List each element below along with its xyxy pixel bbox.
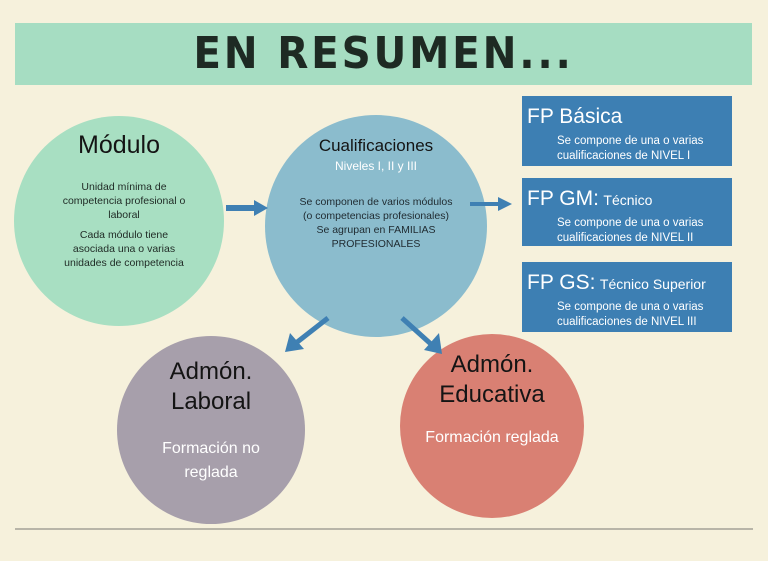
educativa-title-line-2: Educativa <box>439 381 545 408</box>
arrow-cualificaciones-to-fp-icon <box>470 197 512 211</box>
modulo-title: Módulo <box>78 131 160 159</box>
fp-gm-qualification: Técnico <box>603 192 653 208</box>
fp-gm-name: FP GM: <box>527 187 599 210</box>
laboral-description: Formación no reglada <box>162 440 260 481</box>
fp-gs-desc-1: Se compone de una o varias <box>557 301 704 313</box>
title-banner: EN RESUMEN... <box>15 23 752 85</box>
educativa-circle <box>400 334 584 518</box>
fp-gs-description: Se compone de una o varias cualificacion… <box>557 300 703 330</box>
fp-gm-box: FP GM: Técnico Se compone de una o varia… <box>522 178 732 246</box>
fp-basica-heading: FP Básica <box>527 105 622 129</box>
arrow-modulo-to-cualificaciones-icon <box>226 200 268 216</box>
fp-basica-box: FP Básica Se compone de una o varias cua… <box>522 96 732 166</box>
fp-gm-desc-1: Se compone de una o varias <box>557 217 704 229</box>
fp-gs-name: FP GS: <box>527 271 596 294</box>
fp-basica-desc-1: Se compone de una o varias <box>557 135 704 147</box>
modulo-desc-2: Cada módulo tiene asociada una o varias … <box>64 229 184 269</box>
educativa-title: Admón. Educativa <box>400 350 584 410</box>
laboral-title: Admón. Laboral <box>117 357 305 417</box>
fp-gm-heading: FP GM: Técnico <box>527 187 652 211</box>
educativa-title-line-1: Admón. <box>450 351 534 378</box>
modulo-description: Unidad mínima de competencia profesional… <box>62 180 186 276</box>
arrow-to-educativa-head-icon <box>424 333 442 354</box>
cualificaciones-desc-1: Se componen de varios módulos (o compete… <box>299 196 453 222</box>
fp-gs-box: FP GS: Técnico Superior Se compone de un… <box>522 262 732 332</box>
cualificaciones-desc-2: Se agrupan en FAMILIAS PROFESIONALES <box>316 224 436 250</box>
fp-gm-description: Se compone de una o varias cualificacion… <box>557 216 703 246</box>
arrow-to-laboral-head-icon <box>285 333 304 352</box>
page-title: EN RESUMEN... <box>193 28 574 79</box>
fp-basica-description: Se compone de una o varias cualificacion… <box>557 134 703 164</box>
modulo-circle <box>14 116 224 326</box>
educativa-description: Formación reglada <box>425 429 559 446</box>
arrow-to-laboral-line <box>294 316 330 345</box>
fp-gs-desc-2: cualificaciones de NIVEL III <box>557 316 697 328</box>
fp-basica-desc-2: cualificaciones de NIVEL I <box>557 150 691 162</box>
modulo-desc-1: Unidad mínima de competencia profesional… <box>62 181 186 221</box>
fp-gs-heading: FP GS: Técnico Superior <box>527 271 706 295</box>
arrow-to-educativa-line <box>400 316 434 347</box>
laboral-title-line-1: Admón. <box>169 358 253 385</box>
bottom-divider <box>15 528 753 530</box>
laboral-circle <box>117 336 305 524</box>
fp-gs-qualification: Técnico Superior <box>599 276 706 292</box>
cualificaciones-description: Se componen de varios módulos (o compete… <box>295 195 457 251</box>
cualificaciones-circle <box>265 115 487 337</box>
cualificaciones-title: Cualificaciones <box>318 136 434 155</box>
laboral-title-line-2: Laboral <box>170 388 252 415</box>
fp-basica-name: FP Básica <box>527 105 623 128</box>
fp-gm-desc-2: cualificaciones de NIVEL II <box>557 232 694 244</box>
cualificaciones-subtitle: Niveles I, II y III <box>334 159 418 173</box>
